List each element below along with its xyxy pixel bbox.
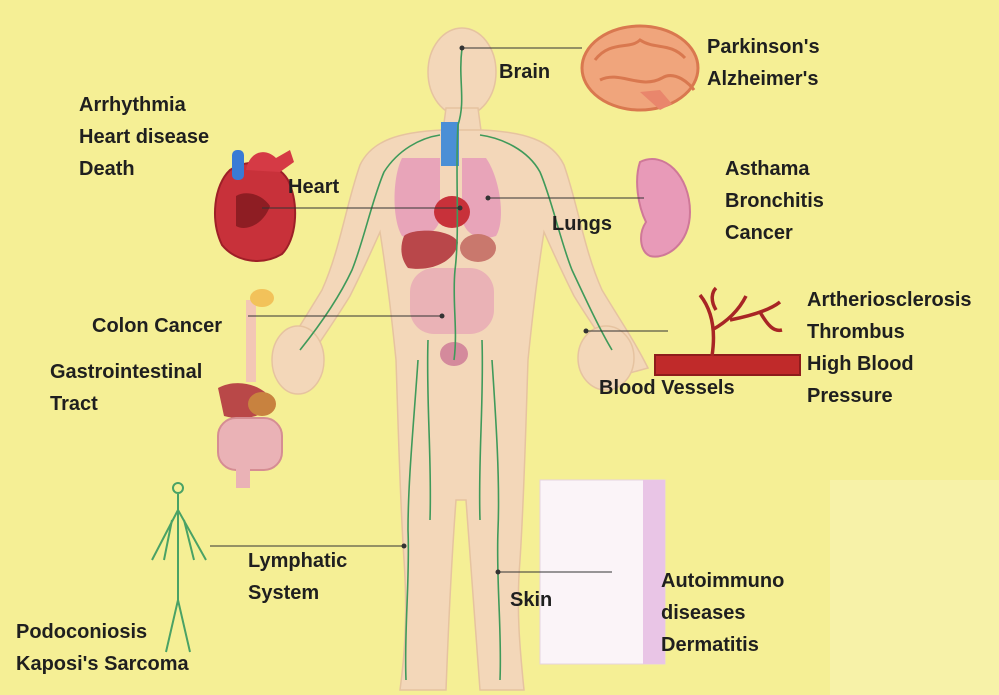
disease-item: Asthama xyxy=(725,153,824,185)
brain-diseases: Parkinson's Alzheimer's xyxy=(707,31,820,95)
disease-item: Parkinson's xyxy=(707,31,820,63)
label-line: Gastrointestinal xyxy=(50,356,202,388)
left-hand-shape xyxy=(272,326,324,394)
skin-diseases: Autoimmuno diseases Dermatitis xyxy=(661,565,784,661)
heart-diseases: Arrhythmia Heart disease Death xyxy=(79,89,209,185)
lungs-diseases: Asthama Bronchitis Cancer xyxy=(725,153,824,249)
disease-item: Autoimmuno xyxy=(661,565,784,597)
disease-item: Cancer xyxy=(725,217,824,249)
brain-label: Brain xyxy=(499,56,550,88)
label-line: Tract xyxy=(50,388,202,420)
gi-tract-label: Gastrointestinal Tract xyxy=(50,356,202,420)
blood-vessel-illustration xyxy=(655,288,800,375)
disease-item: Kaposi's Sarcoma xyxy=(16,648,189,680)
label-line: Lymphatic xyxy=(248,545,347,577)
skin-label: Skin xyxy=(510,584,552,616)
lymphatic-diseases: Podoconiosis Kaposi's Sarcoma xyxy=(16,616,189,680)
body-heart-shape xyxy=(434,196,470,228)
colon-cancer-label: Colon Cancer xyxy=(92,310,222,342)
disease-item: Alzheimer's xyxy=(707,63,820,95)
label-line: System xyxy=(248,577,347,609)
brain-illustration xyxy=(582,26,698,110)
heart-illustration xyxy=(215,150,295,261)
disease-item: Dermatitis xyxy=(661,629,784,661)
blood-vessel-diseases: Artheriosclerosis Thrombus High Blood Pr… xyxy=(807,284,972,412)
disease-item: Pressure xyxy=(807,380,972,412)
lungs-label: Lungs xyxy=(552,208,612,240)
intestine-shape xyxy=(410,268,494,334)
left-lung-shape xyxy=(395,158,441,238)
lung-illustration xyxy=(637,159,690,257)
background-panel xyxy=(830,480,999,695)
disease-item: Heart disease xyxy=(79,121,209,153)
blood-vessels-label: Blood Vessels xyxy=(599,372,735,404)
disease-item: Thrombus xyxy=(807,316,972,348)
disease-item: High Blood xyxy=(807,348,972,380)
disease-item: Death xyxy=(79,153,209,185)
disease-item: Arrhythmia xyxy=(79,89,209,121)
heart-label: Heart xyxy=(288,171,339,203)
disease-item: diseases xyxy=(661,597,784,629)
digestive-illustration xyxy=(218,289,282,488)
disease-item: Artheriosclerosis xyxy=(807,284,972,316)
disease-item: Bronchitis xyxy=(725,185,824,217)
disease-item: Podoconiosis xyxy=(16,616,189,648)
lymphatic-system-label: Lymphatic System xyxy=(248,545,347,609)
stomach-shape xyxy=(460,234,496,262)
